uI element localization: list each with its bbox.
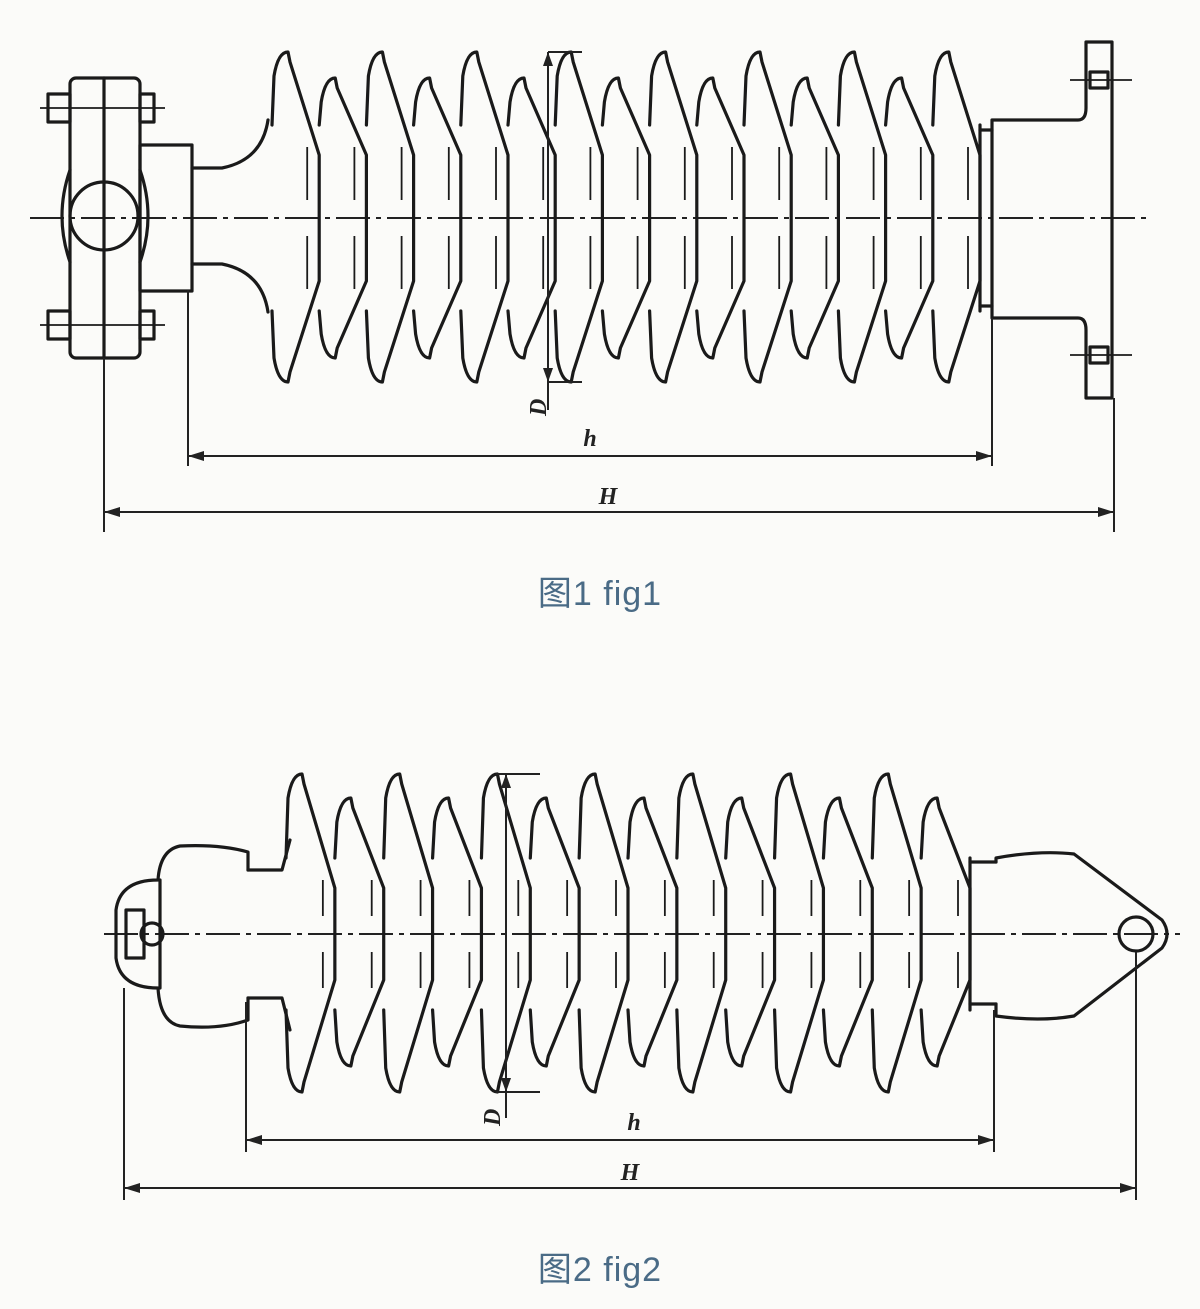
insulation-height-label: h xyxy=(627,1110,640,1136)
insulator-drawing-1: D h H xyxy=(30,40,1148,532)
insulator-housing xyxy=(246,772,998,1094)
large-shed xyxy=(836,50,888,384)
overall-height-dimension: H xyxy=(103,358,1115,532)
large-shed xyxy=(382,772,435,1094)
large-shed xyxy=(270,50,321,384)
large-shed xyxy=(648,50,699,384)
left-clamp-fitting xyxy=(40,76,194,360)
figure-2-caption: 图2 fig2 xyxy=(537,1251,663,1289)
small-shed xyxy=(333,796,386,1068)
insulation-height-label: h xyxy=(583,426,596,452)
small-shed xyxy=(789,76,840,360)
large-shed xyxy=(553,50,604,384)
small-shed xyxy=(919,796,972,1068)
large-shed xyxy=(675,772,728,1094)
figure-2: D h H xyxy=(0,740,1200,1220)
shed-diameter-label: D xyxy=(526,399,552,417)
insulation-height-dimension: h xyxy=(187,290,993,466)
large-shed xyxy=(284,772,337,1094)
overall-height-label: H xyxy=(620,1160,641,1186)
insulator-housing xyxy=(190,50,994,384)
large-shed xyxy=(459,50,510,384)
small-shed xyxy=(626,796,679,1068)
overall-height-dimension: H xyxy=(123,952,1137,1200)
small-shed xyxy=(528,796,581,1068)
small-shed xyxy=(317,76,368,360)
small-shed xyxy=(821,796,874,1068)
insulator-drawing-2: D h H xyxy=(104,772,1180,1200)
shed-diameter-dimension: D xyxy=(480,773,540,1127)
small-shed xyxy=(412,76,463,360)
right-end-fitting xyxy=(994,851,1169,1021)
large-shed xyxy=(772,772,826,1094)
shed-diameter-dimension: D xyxy=(526,51,582,417)
figure-1-caption: 图1 fig1 xyxy=(537,575,663,613)
small-shed xyxy=(600,76,652,360)
sheds xyxy=(270,50,982,384)
shed-diameter-label: D xyxy=(480,1109,506,1127)
large-shed xyxy=(870,772,923,1094)
right-flange-fitting xyxy=(990,40,1132,400)
large-shed xyxy=(364,50,416,384)
figure-1: D h H xyxy=(0,0,1200,560)
overall-height-label: H xyxy=(598,484,619,510)
large-shed xyxy=(479,772,532,1094)
small-shed xyxy=(430,796,484,1068)
sheds xyxy=(284,772,972,1094)
small-shed xyxy=(724,796,777,1068)
large-shed xyxy=(577,772,630,1094)
insulation-height-dimension: h xyxy=(245,1002,995,1152)
left-end-fitting xyxy=(114,844,250,1029)
large-shed xyxy=(742,50,793,384)
small-shed xyxy=(884,76,935,360)
small-shed xyxy=(506,76,557,360)
small-shed xyxy=(695,76,746,360)
